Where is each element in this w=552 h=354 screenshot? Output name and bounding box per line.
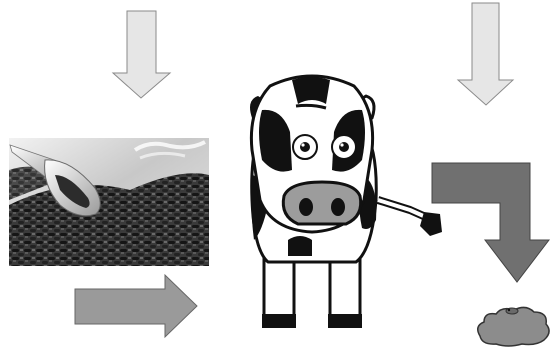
elbow-arrow-down-icon xyxy=(432,163,549,282)
feed-pellets-photo xyxy=(9,138,209,266)
manure-pile-icon xyxy=(478,307,549,346)
arrow-right-icon xyxy=(75,275,197,337)
arrow-down-icon xyxy=(458,3,513,105)
pixel-cow-icon xyxy=(250,76,442,328)
arrow-down-icon xyxy=(113,11,170,98)
